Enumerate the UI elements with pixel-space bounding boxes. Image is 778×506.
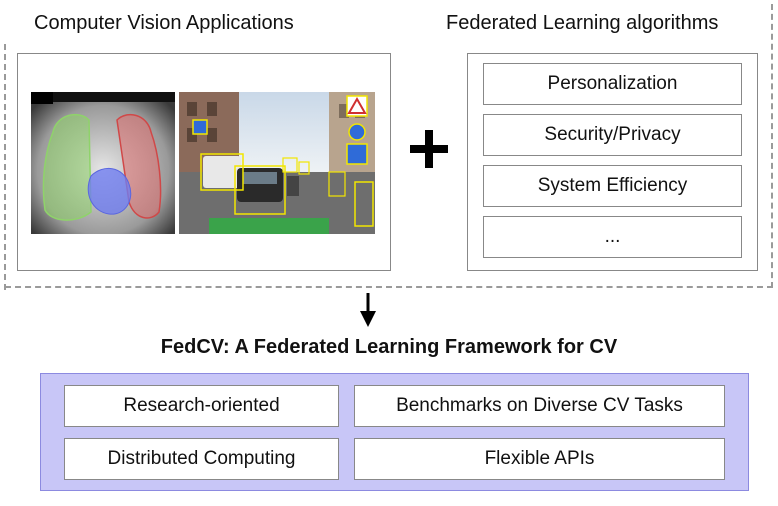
top-region-outline	[5, 4, 773, 288]
street-scene-image	[179, 92, 375, 234]
fl-item-more: ...	[483, 216, 742, 258]
fl-item-personalization: Personalization	[483, 63, 742, 105]
feature-distributed-computing: Distributed Computing	[64, 438, 339, 480]
chest-xray-image	[31, 92, 175, 234]
cv-applications-title: Computer Vision Applications	[34, 12, 294, 34]
top-region-outline-left	[4, 44, 6, 290]
arrow-down-icon	[360, 293, 376, 327]
fl-item-system-efficiency: System Efficiency	[483, 165, 742, 207]
feature-flexible-apis: Flexible APIs	[354, 438, 725, 480]
framework-panel: Research-oriented Benchmarks on Diverse …	[40, 373, 749, 491]
plus-icon	[410, 130, 448, 168]
fl-algorithms-title: Federated Learning algorithms	[446, 12, 719, 34]
framework-title: FedCV: A Federated Learning Framework fo…	[160, 336, 618, 358]
feature-benchmarks: Benchmarks on Diverse CV Tasks	[354, 385, 725, 427]
left-lung-segment	[42, 113, 92, 221]
heart-segment	[87, 168, 132, 215]
fl-item-security-privacy: Security/Privacy	[483, 114, 742, 156]
fl-algorithms-panel: Personalization Security/Privacy System …	[467, 53, 758, 271]
feature-research-oriented: Research-oriented	[64, 385, 339, 427]
